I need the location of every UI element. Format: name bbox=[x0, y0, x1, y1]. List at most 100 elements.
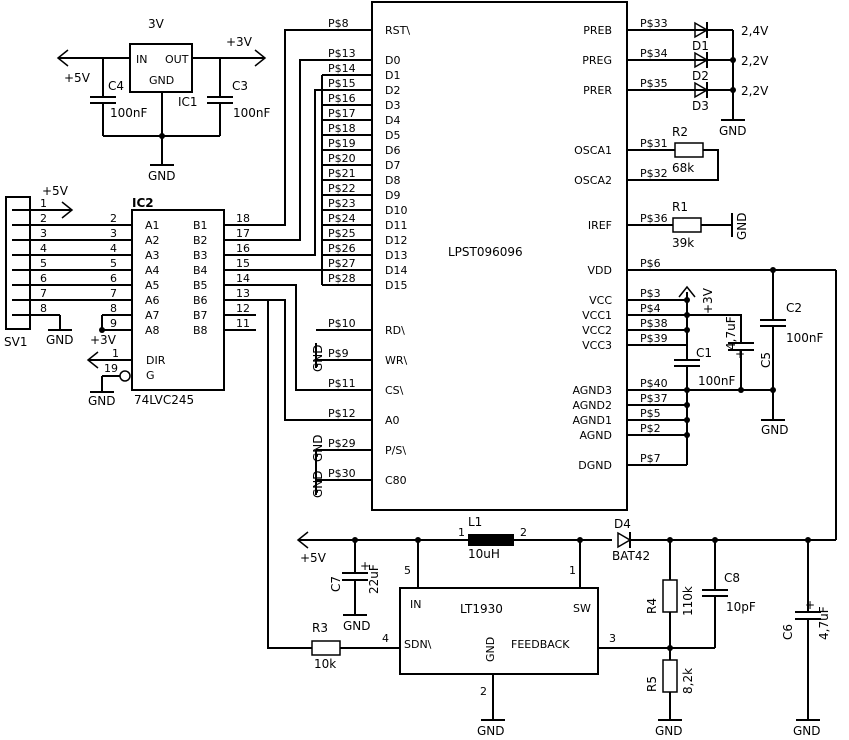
ps-gnd: GND bbox=[311, 434, 325, 462]
boost-ic-ref: LT1930 bbox=[460, 602, 503, 616]
diode-icon bbox=[694, 51, 709, 69]
diodes-gnd: GND bbox=[719, 124, 747, 138]
pin-label: A3 bbox=[145, 249, 160, 262]
pin-label: A7 bbox=[145, 309, 160, 322]
lcd-right-pad: P$37 bbox=[640, 392, 668, 405]
d2-value: 2,2V bbox=[741, 54, 769, 68]
pin-number: 6 bbox=[110, 272, 117, 285]
r4-body bbox=[662, 579, 678, 613]
d4-ref: D4 bbox=[614, 517, 631, 531]
r1-ref: R1 bbox=[672, 200, 688, 214]
c1-ref: C1 bbox=[696, 346, 712, 360]
dir-net: +3V bbox=[90, 333, 117, 347]
diodes: D1 2,4V D2 2,2V D3 2,2V GND bbox=[670, 21, 769, 138]
r5-ref: R5 bbox=[645, 676, 659, 692]
pin-label: A4 bbox=[145, 264, 160, 277]
diode-icon bbox=[694, 81, 709, 99]
lcd-left-pad: P$16 bbox=[328, 92, 356, 105]
regulator-body bbox=[129, 43, 193, 93]
lcd-left-label: WR\ bbox=[385, 354, 408, 367]
pin-number: 1 bbox=[40, 197, 47, 210]
d4-value: BAT42 bbox=[612, 549, 650, 563]
r5-value: 8,2k bbox=[681, 668, 695, 694]
g-number: 19 bbox=[104, 362, 118, 375]
c1-value: 100nF bbox=[698, 374, 736, 388]
c7-value: 22uF bbox=[367, 564, 381, 594]
supply-arrow-icon bbox=[296, 531, 309, 549]
lcd-right-label: OSCA1 bbox=[574, 144, 612, 157]
d3-ref: D3 bbox=[692, 99, 709, 113]
lcd-right-pad: P$39 bbox=[640, 332, 668, 345]
regulator-pin-gnd: GND bbox=[149, 74, 174, 87]
lcd-left-pad: P$27 bbox=[328, 257, 356, 270]
lcd-left-label: D2 bbox=[385, 84, 400, 97]
pin-number: 2 bbox=[110, 212, 117, 225]
lcd-left-label: D1 bbox=[385, 69, 400, 82]
lcd-right-pad: P$38 bbox=[640, 317, 668, 330]
regulator-pin-in: IN bbox=[136, 53, 147, 66]
pin-label: B6 bbox=[193, 294, 208, 307]
boost-pin-gnd: GND bbox=[484, 637, 497, 662]
lcd-left-label: D5 bbox=[385, 129, 400, 142]
lcd-left-pad: P$25 bbox=[328, 227, 356, 240]
c4-value: 100nF bbox=[110, 106, 148, 120]
lcd-left-pad: P$23 bbox=[328, 197, 356, 210]
pin-number: 15 bbox=[236, 257, 250, 270]
supply-arrow-icon bbox=[86, 351, 99, 369]
pin-number: 3 bbox=[40, 227, 47, 240]
boost-converter: +5V L1 1 2 10uH D4 BAT42 + C7 22uF GND L… bbox=[267, 300, 836, 738]
lcd-right-label: OSCA2 bbox=[574, 174, 612, 187]
lcd-right-pins: P$33PREBP$34PREGP$35PRERP$31OSCA1P$32OSC… bbox=[572, 17, 670, 472]
lcd-right-label: PRER bbox=[583, 84, 612, 97]
lcd-left-label: D15 bbox=[385, 279, 407, 292]
regulator-in-net: +5V bbox=[64, 71, 91, 85]
lcd-left-pad: P$19 bbox=[328, 137, 356, 150]
lcd-control-grounds: GND GND GND bbox=[311, 343, 325, 498]
boost-pin-fb: FEEDBACK bbox=[511, 638, 570, 651]
connector-sv1: SV1 +5V 1 2 3 4 5 6 7 8 GND bbox=[4, 184, 146, 349]
lcd-right-pad: P$32 bbox=[640, 167, 668, 180]
pin-label: A1 bbox=[145, 219, 160, 232]
lcd-left-pad: P$11 bbox=[328, 377, 356, 390]
boost-num-in: 5 bbox=[404, 564, 411, 577]
lcd-left-label: P/S\ bbox=[385, 444, 406, 457]
pin-label: B2 bbox=[193, 234, 208, 247]
r5-body bbox=[662, 659, 678, 693]
lcd-right-label: VCC3 bbox=[582, 339, 612, 352]
lcd-ref: LPST096096 bbox=[448, 245, 523, 259]
lcd-left-pad: P$8 bbox=[328, 17, 349, 30]
buffer-part: 74LVC245 bbox=[134, 393, 194, 407]
voltage-regulator: 3V IN OUT GND IC1 +5V +3V C4 100nF C3 10… bbox=[56, 17, 271, 183]
inductor-icon bbox=[468, 534, 514, 546]
lcd-left-label: D11 bbox=[385, 219, 407, 232]
regulator-title: 3V bbox=[148, 17, 165, 31]
d3-value: 2,2V bbox=[741, 84, 769, 98]
boost-num-sw: 1 bbox=[569, 564, 576, 577]
c6-value: 4,7uF bbox=[817, 606, 831, 640]
boost-num-gnd: 2 bbox=[480, 685, 487, 698]
lcd-left-pad: P$21 bbox=[328, 167, 356, 180]
supply-arrow-icon bbox=[678, 285, 696, 298]
buffer-ref: IC2 bbox=[132, 196, 154, 210]
pin-label: B4 bbox=[193, 264, 208, 277]
c4-ref: C4 bbox=[108, 79, 124, 93]
vcc-net: +3V bbox=[701, 287, 715, 314]
connector-ref: SV1 bbox=[4, 335, 27, 349]
c6-polarity: + bbox=[805, 598, 815, 612]
pin-number: 11 bbox=[236, 317, 250, 330]
lcd-right-pad: P$36 bbox=[640, 212, 668, 225]
c8-ref: C8 bbox=[724, 571, 740, 585]
pin-number: 5 bbox=[110, 257, 117, 270]
lcd-left-label: D13 bbox=[385, 249, 407, 262]
boost-in-net: +5V bbox=[300, 551, 327, 565]
lcd-left-pad: P$24 bbox=[328, 212, 356, 225]
lcd-left-pad: P$13 bbox=[328, 47, 356, 60]
supply-arrow-icon bbox=[56, 49, 69, 67]
c80-gnd: GND bbox=[311, 470, 325, 498]
boost-pin-sw: SW bbox=[573, 602, 591, 615]
lcd-right-label: AGND bbox=[579, 429, 612, 442]
r2-value: 68k bbox=[672, 161, 694, 175]
pin-label: A2 bbox=[145, 234, 160, 247]
regulator-gnd: GND bbox=[148, 169, 176, 183]
boost-num-sdn: 4 bbox=[382, 632, 389, 645]
